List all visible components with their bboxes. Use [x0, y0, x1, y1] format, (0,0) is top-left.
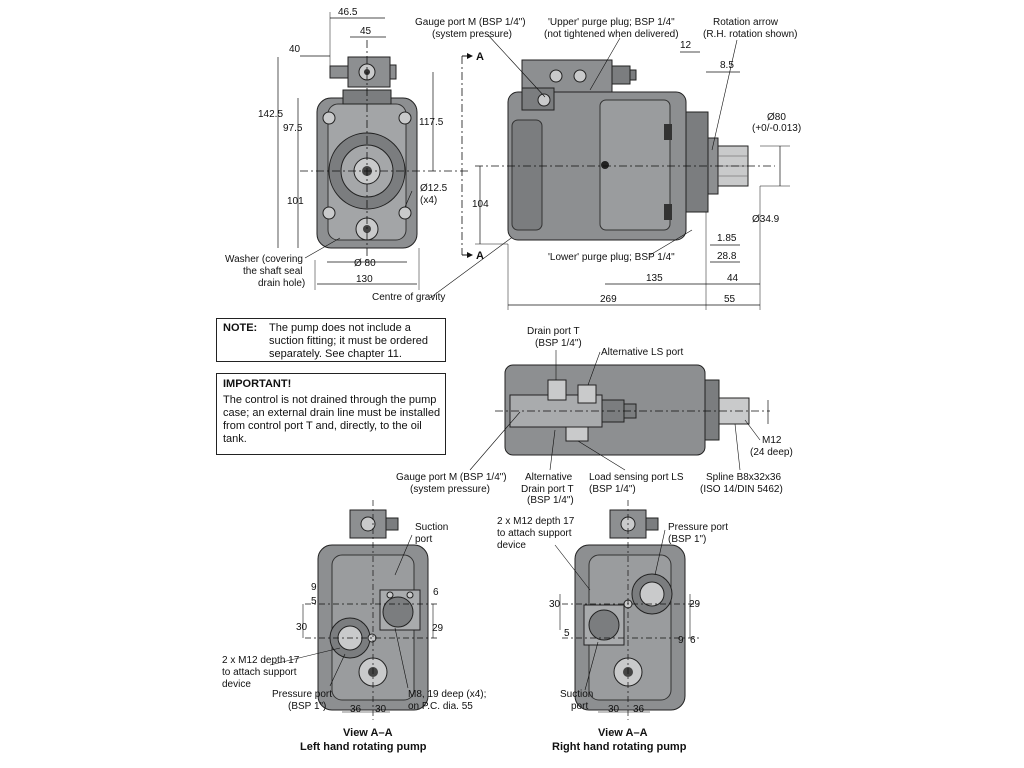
important-title: IMPORTANT!	[223, 378, 292, 390]
note-label: NOTE:	[223, 322, 258, 334]
centre-of-gravity-label: Centre of gravity	[372, 292, 445, 303]
r-dim-30b: 30	[608, 704, 620, 715]
rotation-arrow-label-2: (R.H. rotation shown)	[703, 29, 797, 40]
upper-purge-label-1: 'Upper' purge plug; BSP 1/4"	[548, 17, 675, 28]
m12-label-2: (24 deep)	[750, 447, 793, 458]
r-m12-support-3: device	[497, 540, 526, 551]
left-view-title: View A–A	[343, 727, 393, 739]
r-dim-29: 29	[689, 599, 701, 610]
m12-label-1: M12	[762, 435, 782, 446]
alt-drain-label-2: Drain port T	[521, 484, 574, 495]
r-dim-6: 6	[690, 635, 696, 646]
dim-hole-count: (x4)	[420, 195, 437, 206]
important-box: IMPORTANT! The control is not drained th…	[216, 373, 446, 455]
r-dim-30: 30	[549, 599, 561, 610]
right-hand-view: 2 x M12 depth 17 to attach support devic…	[497, 500, 728, 753]
suction-label-1: Suction	[415, 522, 448, 533]
r-m12-support-2: to attach support	[497, 528, 572, 539]
r-pressure-port-label-2: (BSP 1")	[668, 534, 706, 545]
gauge-port-label-2: (system pressure)	[432, 29, 512, 40]
r-dim-36: 36	[633, 704, 645, 715]
dim-135: 135	[646, 273, 663, 284]
dim-46-5: 46.5	[338, 7, 358, 18]
dim-101: 101	[287, 196, 304, 207]
dim-8-5: 8.5	[720, 60, 734, 71]
dim-shaft-dia: Ø80	[767, 112, 786, 123]
r-dim-5: 5	[564, 628, 570, 639]
m12-support-2: to attach support	[222, 667, 297, 678]
gauge-port-label-1: Gauge port M (BSP 1/4")	[415, 17, 526, 28]
dim-28-8: 28.8	[717, 251, 737, 262]
r-pressure-port-label-1: Pressure port	[668, 522, 728, 533]
left-hand-view: Suction port 9 5 30 6 29 2 x M12 depth 1…	[222, 500, 486, 753]
front-view: 46.5 45 40 142.5 97.5 117.5 101 Ø12.5 (x…	[225, 7, 607, 303]
dim-55: 55	[724, 294, 736, 305]
washer-label-2: the shaft seal	[243, 266, 302, 277]
dim-130: 130	[356, 274, 373, 285]
washer-label-3: drain hole)	[258, 278, 305, 289]
dim-30b: 30	[375, 704, 387, 715]
alt-drain-label-1: Alternative	[525, 472, 573, 483]
upper-purge-label-2: (not tightened when delivered)	[544, 29, 679, 40]
ls-port-label-2: (BSP 1/4")	[589, 484, 636, 495]
dim-30: 30	[296, 622, 308, 633]
section-a-bottom: A	[476, 250, 484, 262]
dim-117-5: 117.5	[419, 117, 444, 128]
dim-5: 5	[311, 596, 317, 607]
left-view-subtitle: Left hand rotating pump	[300, 741, 427, 753]
drain-port-label-1: Drain port T	[527, 326, 580, 337]
rotation-arrow-label-1: Rotation arrow	[713, 17, 779, 28]
dim-6: 6	[433, 587, 439, 598]
pressure-port-label-1: Pressure port	[272, 689, 332, 700]
r-dim-9: 9	[678, 635, 684, 646]
dim-45: 45	[360, 26, 372, 37]
right-view-subtitle: Right hand rotating pump	[552, 741, 687, 753]
m8-label-1: M8, 19 deep (x4);	[408, 689, 486, 700]
dim-29: 29	[432, 623, 444, 634]
gauge-port-label-c1: Gauge port M (BSP 1/4")	[396, 472, 507, 483]
right-view-title: View A–A	[598, 727, 648, 739]
dim-12: 12	[680, 40, 692, 51]
dim-pilot-dia: Ø 80	[354, 258, 376, 269]
dim-142-5: 142.5	[258, 109, 283, 120]
pressure-port-label-2: (BSP 1")	[288, 701, 326, 712]
r-m12-support-1: 2 x M12 depth 17	[497, 516, 575, 527]
dim-34-9: Ø34.9	[752, 214, 780, 225]
dim-97-5: 97.5	[283, 123, 303, 134]
side-view: A A	[415, 17, 801, 310]
spline-label-1: Spline B8x32x36	[706, 472, 781, 483]
section-a-top: A	[476, 51, 484, 63]
dim-shaft-tol: (+0/-0.013)	[752, 123, 801, 134]
r-suction-label-2: port	[571, 701, 588, 712]
ls-port-label-1: Load sensing port LS	[589, 472, 684, 483]
dim-9: 9	[311, 582, 317, 593]
dim-40: 40	[289, 44, 301, 55]
alt-ls-port-label: Alternative LS port	[601, 347, 683, 358]
note-text: The pump does not include a suction fitt…	[269, 322, 428, 360]
spline-label-2: (ISO 14/DIN 5462)	[700, 484, 783, 495]
m8-label-2: on P.C. dia. 55	[408, 701, 473, 712]
control-view: Drain port T (BSP 1/4") Alternative LS p…	[396, 326, 793, 506]
dim-hole-dia: Ø12.5	[420, 183, 448, 194]
alt-drain-label-3: (BSP 1/4")	[527, 495, 574, 506]
dim-36: 36	[350, 704, 362, 715]
m12-support-3: device	[222, 679, 251, 690]
dim-104: 104	[472, 199, 489, 210]
lower-purge-label: 'Lower' purge plug; BSP 1/4"	[548, 252, 675, 263]
dim-44: 44	[727, 273, 739, 284]
gauge-port-label-c2: (system pressure)	[410, 484, 490, 495]
important-text: The control is not drained through the p…	[223, 394, 441, 445]
r-suction-label-1: Suction	[560, 689, 593, 700]
suction-label-2: port	[415, 534, 432, 545]
dim-269: 269	[600, 294, 617, 305]
drain-port-label-2: (BSP 1/4")	[535, 338, 582, 349]
note-box: NOTE: The pump does not include a suctio…	[216, 318, 446, 362]
dim-1-85: 1.85	[717, 233, 737, 244]
washer-label-1: Washer (covering	[225, 254, 303, 265]
m12-support-1: 2 x M12 depth 17	[222, 655, 300, 666]
